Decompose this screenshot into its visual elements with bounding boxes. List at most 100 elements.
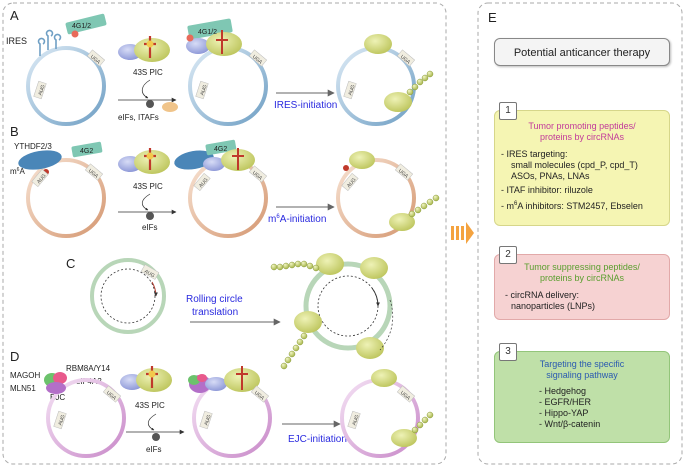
svg-text:UGA: UGA xyxy=(87,168,100,180)
therapy-section-2: 2 Tumor suppressing peptides/ proteins b… xyxy=(494,246,670,320)
list-item: - Hedgehog xyxy=(539,386,587,396)
svg-text:AUG: AUG xyxy=(143,269,155,280)
start-codon-b3: AUG xyxy=(341,172,359,192)
translating-ribosome-b xyxy=(349,151,415,231)
therapy-section-1: 1 Tumor promoting peptides/ proteins by … xyxy=(494,102,670,226)
section-1-title-line-1: Tumor promoting peptides/ xyxy=(528,121,636,131)
itaf-icon xyxy=(162,102,178,112)
svg-text:UGA: UGA xyxy=(399,54,412,66)
section-2-list: - circRNA delivery: nanoparticles (LNPs) xyxy=(501,290,663,312)
peptide-chain-a-icon xyxy=(406,70,434,96)
inner-path-c1 xyxy=(100,268,156,324)
svg-text:AUG: AUG xyxy=(348,84,357,96)
ribosome-43s-icon-d xyxy=(120,366,172,392)
start-codon-b1: AUG xyxy=(31,168,49,188)
start-codon-b2: AUG xyxy=(193,172,211,192)
pic-label-b: 43S PIC xyxy=(133,182,163,191)
stop-codon-d2: UGA xyxy=(250,385,270,403)
initiation-complex-d-icon xyxy=(188,366,260,393)
eif-icon-d xyxy=(152,433,160,441)
svg-text:AUG: AUG xyxy=(352,414,361,426)
section-3-title-line-1: Targeting the specific xyxy=(539,359,625,369)
peptide-chain-d-icon xyxy=(411,411,434,434)
rolling-circle-label-1: Rolling circle xyxy=(186,294,243,305)
circrna-ring-b1 xyxy=(26,158,106,238)
stop-codon-a2: UGA xyxy=(248,49,268,67)
curved-input-arrow-d xyxy=(147,413,157,431)
eifs-label-b: eIFs xyxy=(142,223,158,232)
inner-path-c2 xyxy=(317,275,379,337)
list-item: nanoparticles (LNPs) xyxy=(511,301,596,311)
section-3-list: - Hedgehog - EGFR/HER - Hippo-YAP - Wnt/… xyxy=(501,386,663,430)
translating-ribosome-d xyxy=(371,369,417,447)
list-item: - Wnt/β-catenin xyxy=(539,419,601,429)
svg-text:AUG: AUG xyxy=(38,84,47,96)
eif-icon-a xyxy=(146,100,154,108)
dashed-flow-c xyxy=(379,299,394,351)
start-codon-a3: AUG xyxy=(343,80,357,100)
section-number-1: 1 xyxy=(499,102,517,120)
section-2-title-line-1: Tumor suppressing peptides/ xyxy=(524,262,640,272)
ribosome-43s-icon-b xyxy=(118,148,170,174)
stop-codon-d1: UGA xyxy=(102,385,122,403)
initiation-label-b: m6A-initiation xyxy=(268,214,326,225)
ires-stemloop-icon xyxy=(37,29,62,56)
initiation-complex-b-icon: 4G2 xyxy=(174,139,255,171)
right-panel-frame xyxy=(477,2,683,465)
ejc-complex-icon xyxy=(44,372,67,394)
start-codon-d2: AUG xyxy=(199,410,213,430)
panel-letter-c: C xyxy=(66,256,75,271)
start-codon-a1: AUG xyxy=(33,80,47,100)
svg-text:AUG: AUG xyxy=(58,414,67,426)
left-panel-frame xyxy=(2,2,447,465)
list-item: small molecules (cpd_P, cpd_T) xyxy=(511,160,638,170)
eif4g-factor-icon: 4G1/2 xyxy=(65,13,107,38)
circrna-ring-c1 xyxy=(90,258,166,334)
list-item: - Hippo-YAP xyxy=(539,408,589,418)
svg-text:UGA: UGA xyxy=(399,390,412,402)
panel-letter-a: A xyxy=(10,8,19,23)
svg-text:UGA: UGA xyxy=(397,168,410,180)
list-item-m6a: - m6A inhibitors: STM2457, Ebselen xyxy=(501,201,643,211)
svg-text:UGA: UGA xyxy=(251,54,264,66)
stop-codon-a1: UGA xyxy=(86,49,106,67)
svg-text:AUG: AUG xyxy=(346,177,358,189)
list-item: - ITAF inhibitor: riluzole xyxy=(501,185,593,195)
start-codon-c1: AUG xyxy=(140,264,160,280)
svg-text:4G2: 4G2 xyxy=(214,146,227,153)
m6a-mark-label: m6A xyxy=(10,167,25,176)
ejc-label: EJC xyxy=(50,393,65,402)
eifs-label-d: eIFs xyxy=(146,445,162,454)
peptide-chain-b-icon xyxy=(408,194,440,218)
circrna-ring-a1 xyxy=(26,46,106,126)
panel-letter-d: D xyxy=(10,349,19,364)
mln51-label: MLN51 xyxy=(10,384,36,393)
stop-codon-b1: UGA xyxy=(84,163,104,181)
ythdf-reader-icon: 4G2 xyxy=(18,141,103,170)
svg-text:UGA: UGA xyxy=(251,170,264,182)
pic-label-a: 43S PIC xyxy=(133,68,163,77)
section-1-title-line-2: proteins by circRNAs xyxy=(539,132,625,142)
rolling-circle-label-2: translation xyxy=(192,307,238,318)
circrna-ring-c2 xyxy=(303,261,393,351)
m6a-mark-b3 xyxy=(343,165,349,171)
ribosome-43s-icon-a xyxy=(118,36,170,62)
svg-text:AUG: AUG xyxy=(36,173,48,185)
circrna-ring-d1 xyxy=(46,378,126,458)
therapy-section-3: 3 Targeting the specific signaling pathw… xyxy=(494,343,670,443)
svg-text:AUG: AUG xyxy=(200,84,209,96)
section-3-title-line-2: signaling pathway xyxy=(546,370,618,380)
curved-input-arrow-a xyxy=(141,79,151,99)
panel-letter-b: B xyxy=(10,124,19,139)
peptide-chain-c-icon xyxy=(270,260,320,370)
circrna-ring-b3 xyxy=(336,158,416,238)
svg-text:UGA: UGA xyxy=(89,54,102,66)
stop-codon-b2: UGA xyxy=(248,165,268,183)
magoh-label: MAGOH xyxy=(10,371,40,380)
therapy-header-text: Potential anticancer therapy xyxy=(513,47,651,59)
pic-label-d: 43S PIC xyxy=(135,401,165,410)
start-codon-d3: AUG xyxy=(347,410,361,430)
rbm8a-label: RBM8A/Y14 xyxy=(66,364,111,373)
initiation-label-a: IRES-initiation xyxy=(274,100,337,111)
